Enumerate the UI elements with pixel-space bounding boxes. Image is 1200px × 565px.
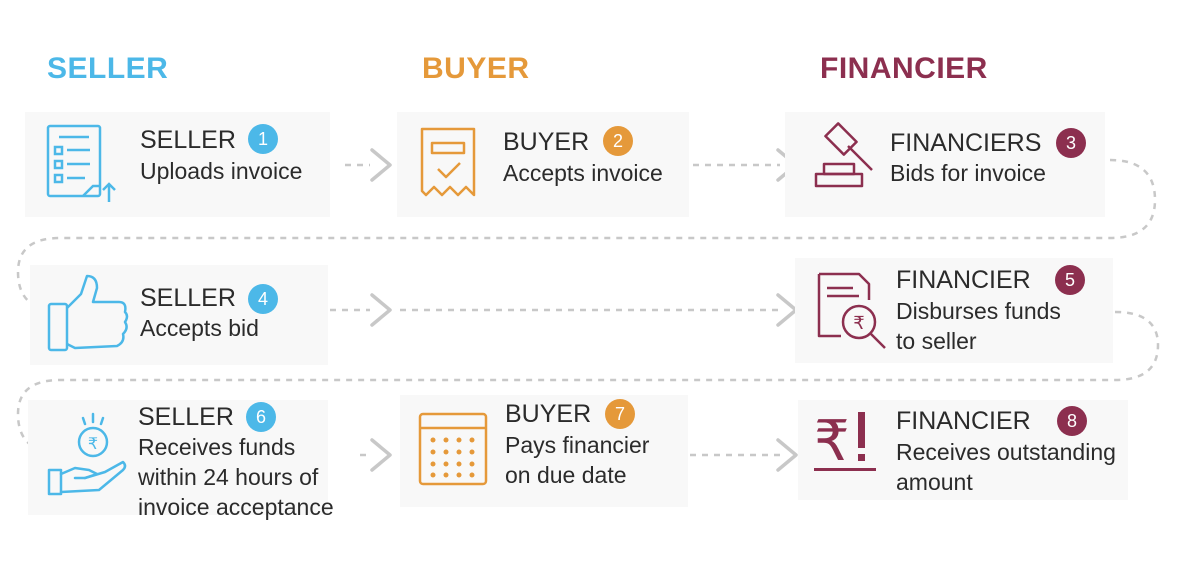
arrow-chevron <box>370 293 392 327</box>
step-card <box>28 400 328 515</box>
arrow-chevron <box>370 148 392 182</box>
step-role: SELLER <box>138 403 234 431</box>
gavel-icon <box>814 122 873 188</box>
step-number-badge: 5 <box>1055 265 1085 295</box>
arrow-chevron <box>370 438 392 472</box>
step-number-badge: 1 <box>248 124 278 154</box>
document-rupee-search-icon: ₹ <box>817 272 886 349</box>
step-number-badge: 8 <box>1057 406 1087 436</box>
step-role: BUYER <box>505 400 592 428</box>
lane-title-seller: SELLER <box>47 52 169 85</box>
step-description: Receives funds within 24 hours of invoic… <box>138 434 334 520</box>
step-description: Pays financier on due date <box>505 432 650 488</box>
step-description: Bids for invoice <box>890 160 1046 186</box>
arrow-chevron <box>776 438 798 472</box>
lane-title-financier: FINANCIER <box>820 52 988 85</box>
step-description: Uploads invoice <box>140 158 303 184</box>
lane-title-buyer: BUYER <box>422 52 530 85</box>
step-number-badge: 4 <box>248 284 278 314</box>
step-number-badge: 3 <box>1056 128 1086 158</box>
arrow-chevron <box>776 293 798 327</box>
calendar-icon <box>418 412 488 486</box>
step-role: FINANCIER <box>896 266 1031 294</box>
step-description: Disburses funds to seller <box>896 298 1061 354</box>
invoice-upload-icon <box>46 124 116 202</box>
step-role: BUYER <box>503 128 590 156</box>
step-description: Accepts bid <box>140 315 259 341</box>
step-description: Accepts invoice <box>503 160 663 186</box>
thumbs-up-icon <box>47 274 129 352</box>
rupee-alert-icon: ₹ <box>814 409 876 474</box>
invoice-check-icon <box>420 127 476 197</box>
svg-text:₹: ₹ <box>814 409 850 474</box>
step-role: FINANCIER <box>896 407 1031 435</box>
step-description: Receives outstanding amount <box>896 439 1116 495</box>
svg-text:₹: ₹ <box>853 313 864 334</box>
step-role: SELLER <box>140 126 236 154</box>
svg-text:₹: ₹ <box>88 434 98 453</box>
step-role: SELLER <box>140 284 236 312</box>
step-number-badge: 2 <box>603 126 633 156</box>
hand-coin-icon: ₹ <box>47 412 127 496</box>
step-role: FINANCIERS <box>890 129 1042 157</box>
step-number-badge: 7 <box>605 399 635 429</box>
step-number-badge: 6 <box>246 402 276 432</box>
